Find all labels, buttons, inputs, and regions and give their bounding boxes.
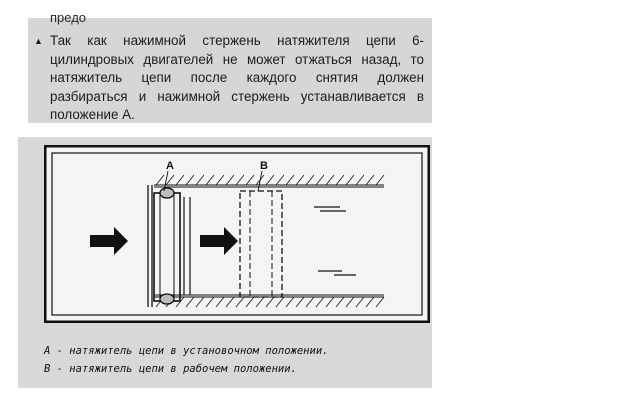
label-a: A <box>166 160 174 172</box>
bottom-wall <box>154 294 385 308</box>
diagram-inner-frame <box>51 152 423 316</box>
chain-tensioner-diagram: A B <box>44 145 430 323</box>
label-a-leader <box>163 170 169 192</box>
caption-a: A - натяжитель цепи в установочном полож… <box>44 345 329 357</box>
left-wall <box>147 185 153 307</box>
text-scan-region: предо ▲ Так как нажимной стержень натяжи… <box>28 10 432 123</box>
push-arrow-icon <box>90 227 128 255</box>
caption-b: B - натяжитель цепи в рабочем положении. <box>44 363 297 375</box>
triangle-marker-icon: ▲ <box>34 36 43 46</box>
push-arrow-icon <box>200 227 238 255</box>
cut-off-text: предо <box>50 10 87 25</box>
motion-lines <box>314 206 356 276</box>
diagram-outer-frame <box>44 145 430 323</box>
piston-position-a <box>153 187 191 305</box>
note-paragraph: Так как нажимной стержень натяжителя цеп… <box>50 33 424 122</box>
label-b: B <box>260 160 268 172</box>
figure-scan-region: A B A - натяжитель цепи в установочном п… <box>18 137 432 388</box>
piston-position-b <box>239 190 283 298</box>
label-b-leader <box>257 170 263 192</box>
